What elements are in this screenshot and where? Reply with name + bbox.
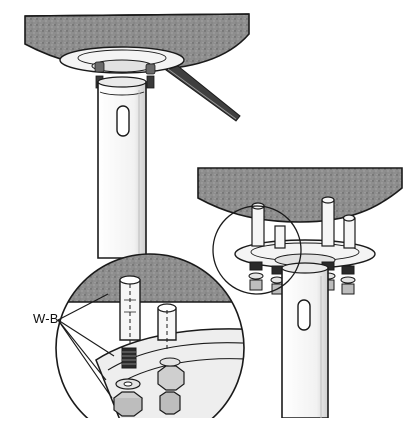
- pole-slot: [116, 105, 130, 137]
- expansion-anchor-icon: [157, 303, 177, 350]
- mounting-pole-right: [281, 262, 329, 419]
- washer-icon: [115, 378, 141, 390]
- pole-slot: [297, 299, 311, 331]
- ceiling-slab: [197, 167, 403, 223]
- detail-circle: [55, 253, 245, 423]
- expansion-anchor-icon: [119, 275, 141, 345]
- right-assembly: [197, 167, 403, 419]
- hex-nut-icon: [157, 365, 185, 415]
- detail-marker-circle: [212, 205, 302, 295]
- mounting-flange: [59, 46, 185, 74]
- callout-leaders: [57, 293, 115, 399]
- hex-wrench-icon: [164, 65, 241, 122]
- top-assembly: [24, 13, 250, 259]
- expansion-anchor-icon: [251, 196, 356, 249]
- callout-label: W-B: [33, 311, 59, 326]
- threaded-bolt-icon: [121, 347, 137, 369]
- mounting-flange: [234, 239, 376, 269]
- hex-nut-icon: [113, 391, 143, 417]
- mounting-pole-top: [97, 76, 147, 259]
